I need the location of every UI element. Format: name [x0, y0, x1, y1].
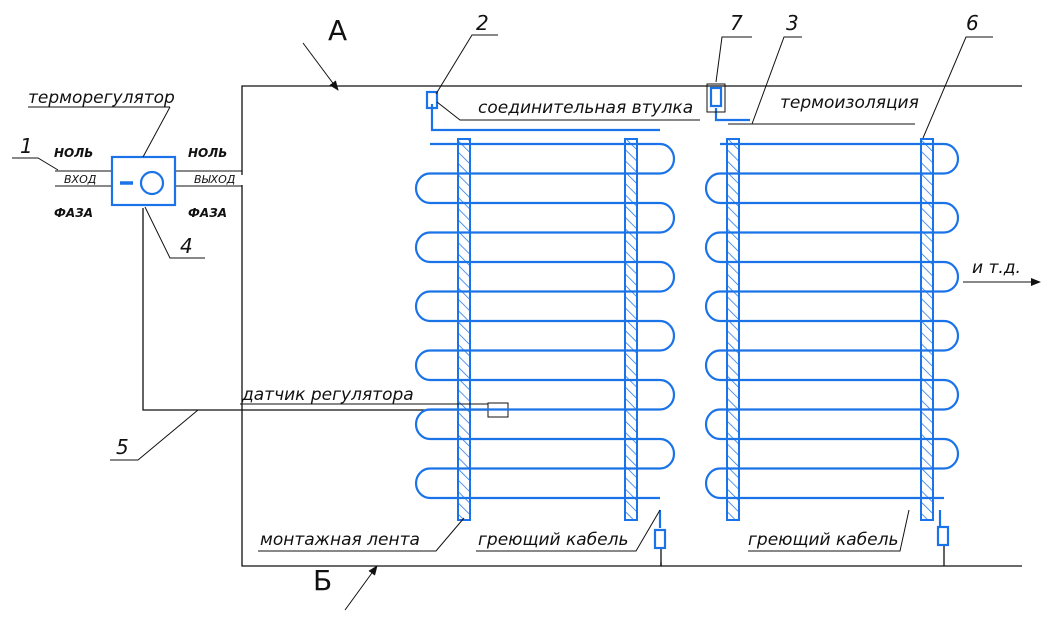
mounting-tapes	[457, 138, 934, 521]
cable-1-loop	[414, 467, 431, 500]
mounting-tape-2b	[920, 138, 934, 521]
cable-1-loop	[659, 260, 676, 293]
cable-2-loop	[704, 408, 721, 441]
heating-cable-section-1	[414, 104, 676, 528]
mounting-tape-label: монтажная лента	[260, 530, 420, 550]
callout-1: 1	[20, 134, 33, 158]
callout-2: 2	[476, 11, 489, 35]
sleeve-2	[425, 90, 439, 110]
connector-sleeves	[425, 83, 950, 550]
cable-1-loop	[659, 201, 676, 234]
cable-1-loop	[414, 290, 431, 323]
heating-cable-label-2: греющий кабель	[748, 530, 899, 550]
neutral-out-label: НОЛЬ	[188, 146, 227, 160]
cable-2-loop	[704, 290, 721, 323]
cable-1-loop	[414, 408, 431, 441]
callout-4: 4	[180, 234, 193, 258]
cable-2-runs	[720, 142, 944, 500]
end-sleeve-1	[653, 528, 667, 550]
cable-1-loop	[659, 142, 676, 175]
thermostat-box	[110, 155, 177, 207]
cable-1-loop	[659, 378, 676, 411]
cable-2-loop	[704, 231, 721, 264]
point-a-label: А	[328, 14, 347, 47]
cable-2-loop	[704, 172, 721, 205]
cable-1-loop	[659, 319, 676, 352]
cable-1-loop	[414, 172, 431, 205]
connector-sleeve-label: соединительная втулка	[478, 98, 693, 118]
input-label: ВХОД	[64, 173, 97, 186]
end-sleeve-2	[936, 525, 950, 547]
leader-lines	[12, 34, 1041, 611]
cable-1-loop	[659, 437, 676, 470]
thermostat-label: терморегулятор	[28, 88, 175, 108]
sleeve-7	[706, 83, 726, 113]
neutral-in-label: НОЛЬ	[54, 146, 93, 160]
cable-2-loop	[943, 319, 960, 352]
cable-1-runs	[430, 142, 660, 500]
sensor-label: датчик регулятора	[241, 385, 414, 405]
cable-2-loop	[704, 349, 721, 382]
cable-2-loop	[943, 201, 960, 234]
cable-2-loop	[704, 467, 721, 500]
phase-out-label: ФАЗА	[188, 206, 227, 220]
cable-2-loop	[943, 378, 960, 411]
cable-1-loop	[414, 349, 431, 382]
heating-cable-section-2	[704, 108, 960, 528]
etc-label: и т.д.	[972, 258, 1021, 278]
callout-6: 6	[966, 11, 979, 35]
phase-in-label: ФАЗА	[54, 206, 93, 220]
callout-7: 7	[730, 11, 743, 35]
cable-2-loop	[943, 437, 960, 470]
text-labels: А Б терморегулятор соединительная втулка…	[20, 11, 1021, 597]
point-b-label: Б	[313, 564, 332, 597]
heating-cable-label-1: греющий кабель	[478, 530, 629, 550]
mounting-tape-1a	[457, 138, 471, 521]
callout-3: 3	[786, 11, 799, 35]
insulation-label: термоизоляция	[780, 93, 919, 113]
mounting-tape-2a	[726, 138, 740, 521]
supply-wiring	[55, 85, 1022, 567]
cable-2-loop	[943, 142, 960, 175]
cable-1-loop	[414, 231, 431, 264]
output-label: ВЫХОД	[194, 173, 236, 186]
cable-2-loop	[943, 260, 960, 293]
callout-5: 5	[116, 435, 129, 459]
mounting-tape-1b	[624, 138, 638, 521]
